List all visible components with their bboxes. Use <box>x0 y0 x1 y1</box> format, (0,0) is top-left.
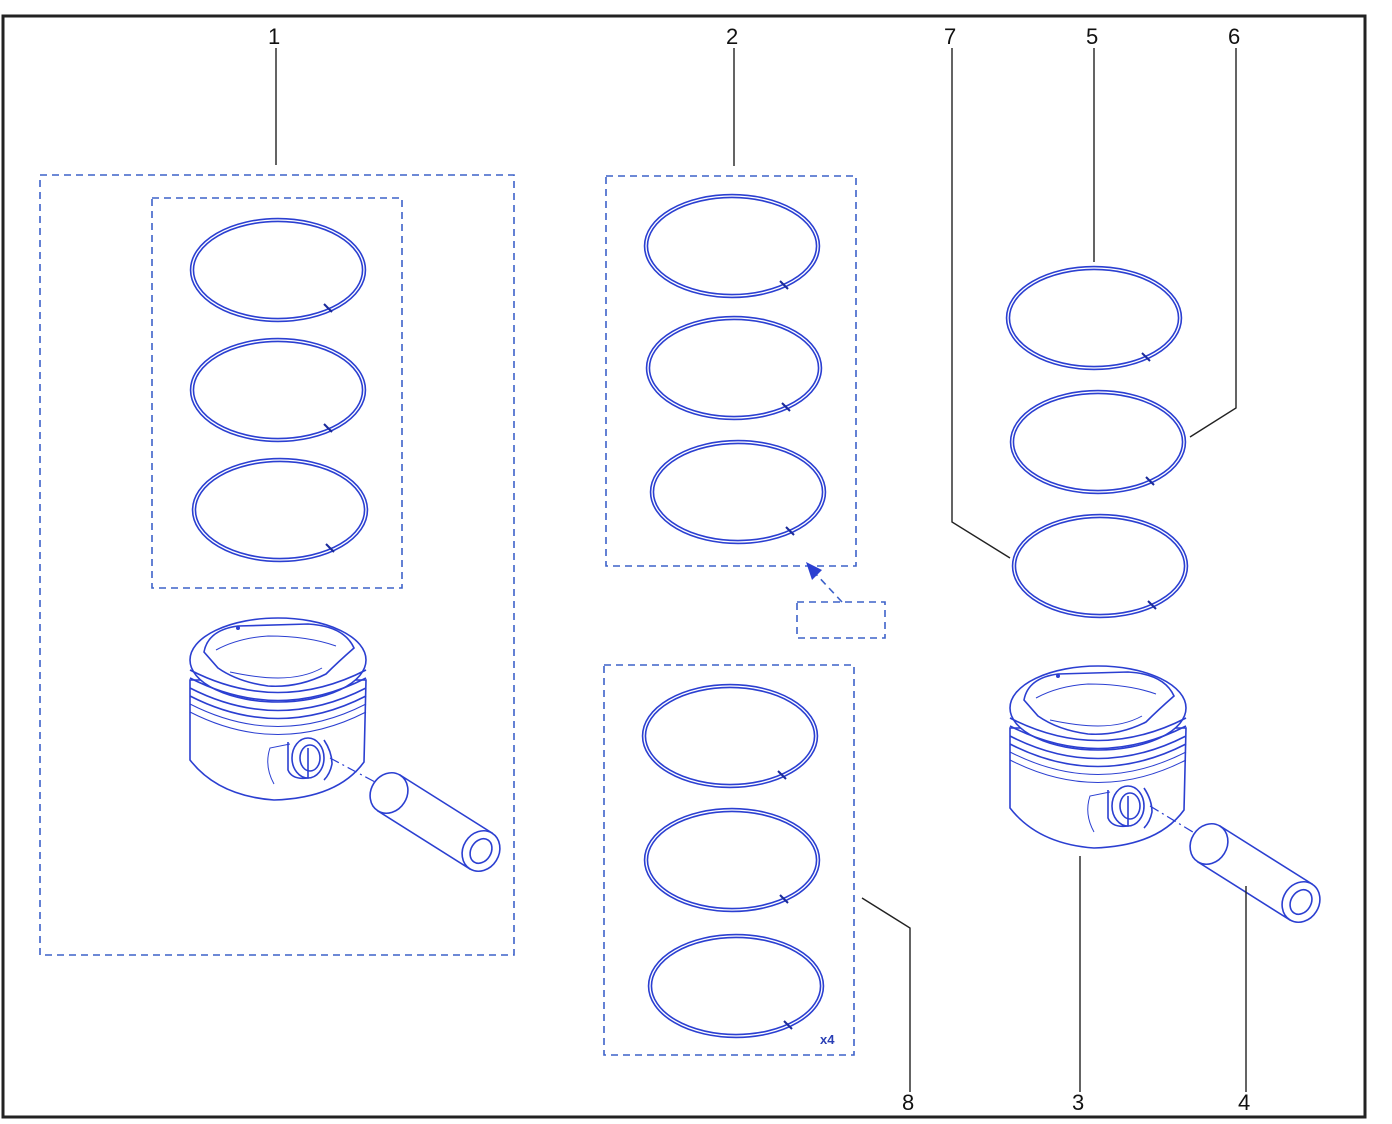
piston-pin-1 <box>361 764 509 880</box>
callout-8: 8 <box>902 1090 914 1115</box>
piston-1 <box>189 617 367 801</box>
leader-6 <box>1189 48 1237 438</box>
ring-8b <box>646 810 818 910</box>
ring-8a <box>644 686 816 786</box>
ring-5 <box>1008 268 1180 368</box>
ring-2a <box>646 196 818 296</box>
callout-6: 6 <box>1228 24 1240 49</box>
leader-7 <box>951 48 1011 559</box>
ring-2b <box>648 318 820 418</box>
kit-box-1 <box>39 174 515 956</box>
piston-3 <box>1009 665 1187 849</box>
callout-1: 1 <box>268 24 280 49</box>
callout-5: 5 <box>1086 24 1098 49</box>
ring-1b <box>192 340 364 440</box>
callout-2: 2 <box>726 24 738 49</box>
reference-arrowhead <box>806 562 822 580</box>
ring-set-box-8 <box>603 664 855 1056</box>
outer-frame <box>1 14 1367 1119</box>
leader-8 <box>861 897 911 1092</box>
callout-4: 4 <box>1238 1090 1250 1115</box>
reference-box <box>796 601 886 639</box>
quantity-label: x4 <box>820 1032 835 1047</box>
ring-6 <box>1012 392 1184 492</box>
piston-pin-4 <box>1181 815 1329 931</box>
callout-7: 7 <box>944 24 956 49</box>
ring-8c <box>650 936 822 1036</box>
pin-axis-1 <box>329 757 391 791</box>
ring-1a <box>192 220 364 320</box>
ring-1c <box>194 460 366 560</box>
ring-set-box-2 <box>605 175 857 567</box>
callout-3: 3 <box>1072 1090 1084 1115</box>
ring-set-box-1 <box>151 197 403 589</box>
ring-7 <box>1014 516 1186 616</box>
ring-2c <box>652 442 824 542</box>
reference-arrow <box>813 571 843 603</box>
